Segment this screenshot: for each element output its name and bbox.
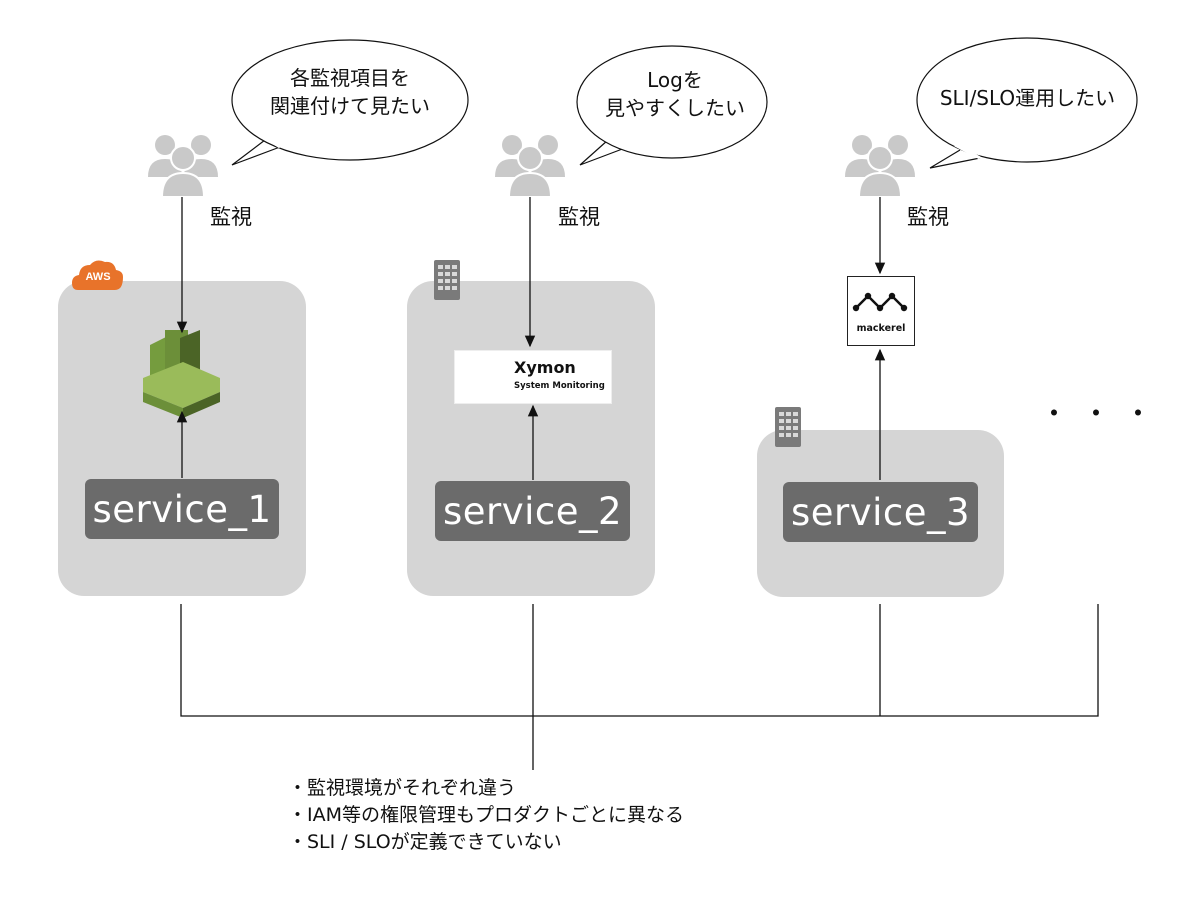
speech-bubble-1 [231,39,469,166]
bubble-3-text: SLI/SLO運用したい [920,84,1135,112]
server-icon [434,260,460,300]
xymon-logo: Xymon System Monitoring [454,350,612,404]
aws-badge-text: AWS [85,271,111,283]
bubble-2-line2: 見やすくしたい [605,96,745,120]
xymon-subtitle: System Monitoring [514,381,605,391]
issue-item: ・SLI / SLOが定義できていない [288,831,562,853]
users-icon [148,135,218,198]
monitor-label-3: 監視 [907,205,949,229]
speech-bubble-3 [916,37,1138,169]
users-icon [495,135,565,198]
aws-badge: AWS [73,263,123,291]
bubble-2-text: Logを 見やすくしたい [585,66,765,122]
issue-item: ・監視環境がそれぞれ違う [288,777,517,799]
aws-cloud-icon [72,260,123,290]
server-icon [775,407,801,447]
service-1-node: service_1 [85,479,279,539]
bubble-1-line1: 各監視項目を [290,66,410,90]
speech-bubble-2 [576,45,768,166]
service-2-container [407,281,655,596]
more-services-ellipsis: ・・・ [1040,397,1167,430]
monitor-label-2: 監視 [558,205,600,229]
bubble-3-line1: SLI/SLO運用したい [939,86,1116,110]
bubble-2-line1: Logを [647,68,703,92]
cloudwatch-icon [143,330,220,418]
mackerel-logo: mackerel [847,276,915,346]
mackerel-graph-icon [852,292,908,312]
service-3-node: service_3 [783,482,978,542]
xymon-title: Xymon [514,358,576,377]
issues-list: ・監視環境がそれぞれ違う ・IAM等の権限管理もプロダクトごとに異なる ・SLI… [288,775,684,856]
service-2-node: service_2 [435,481,630,541]
monitor-label-1: 監視 [210,205,252,229]
bubble-1-text: 各監視項目を 関連付けて見たい [240,64,460,120]
mackerel-title: mackerel [856,323,906,334]
users-icon [845,135,915,198]
issue-item: ・IAM等の権限管理もプロダクトごとに異なる [288,804,684,826]
grouping-bracket [180,604,1099,770]
bubble-1-line2: 関連付けて見たい [270,94,430,118]
